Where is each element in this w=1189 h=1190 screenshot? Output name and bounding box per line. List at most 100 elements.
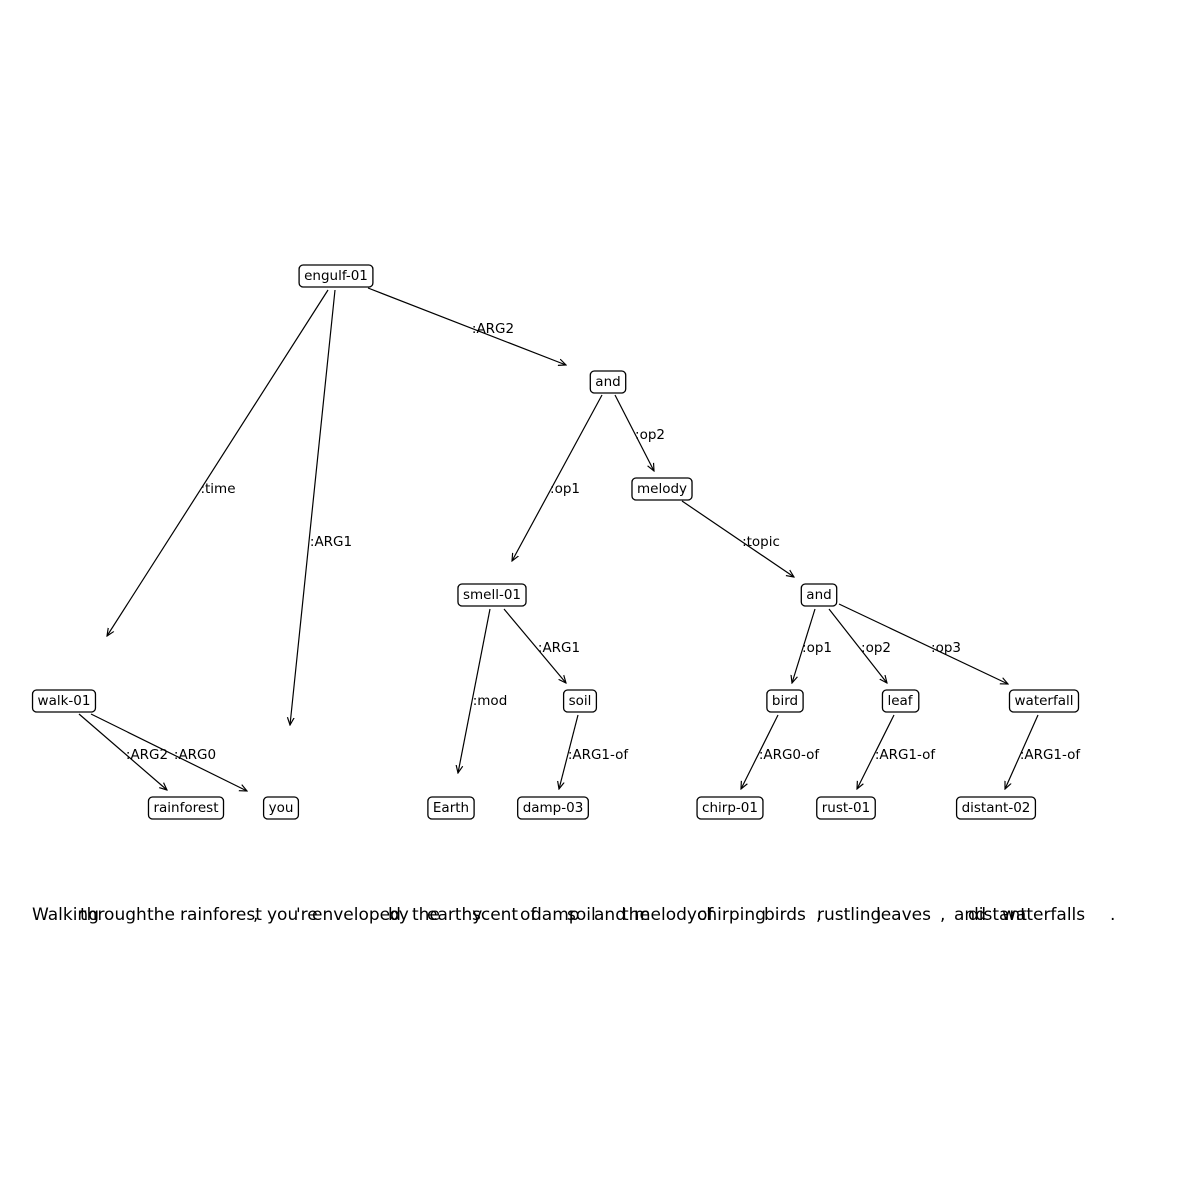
sentence-token: , <box>940 905 945 925</box>
node-box <box>298 264 374 288</box>
edge-label: :op1 <box>550 481 580 497</box>
edge-arrow <box>614 394 654 471</box>
sentence-token: 're <box>296 905 318 925</box>
edge-arrow <box>107 289 329 636</box>
sentence-token: chirping <box>697 905 766 925</box>
node-box <box>955 796 1037 820</box>
edge-arrow <box>681 500 794 577</box>
sentence-token: distant <box>968 905 1027 925</box>
edge-arrow <box>857 714 895 789</box>
sentence-token: enveloped <box>312 905 401 925</box>
node-label: melody <box>637 481 687 497</box>
node-label: chirp-01 <box>702 800 758 816</box>
node-label: waterfall <box>1015 693 1074 709</box>
sentence-token: leaves <box>876 905 931 925</box>
edge-walk-to-you: :ARG0 <box>90 713 247 791</box>
edge-arrow <box>838 603 1008 684</box>
sentence-token: you <box>267 905 298 925</box>
sentence-token: waterfalls <box>1002 905 1085 925</box>
node-box <box>427 796 475 820</box>
edge-label: :op2 <box>861 640 891 656</box>
edge-arrow <box>828 608 887 683</box>
edge-arrow <box>792 608 816 683</box>
sentence-token: earthy <box>427 905 482 925</box>
node-box <box>457 583 527 607</box>
edge-walk-to-rainforest: :ARG2 <box>78 713 168 790</box>
node-bird: bird <box>766 689 804 713</box>
node-box <box>262 796 300 820</box>
node-melody: melody <box>631 477 693 501</box>
sentence-token: rustling <box>817 905 881 925</box>
node-label: engulf-01 <box>304 268 368 284</box>
edge-and2-to-leaf: :op2 <box>828 608 891 683</box>
sentence-token: the <box>622 905 650 925</box>
node-label: leaf <box>887 693 913 709</box>
sentence-token: soil <box>567 905 596 925</box>
edge-arrow <box>559 714 579 789</box>
edge-smell-to-soil: :ARG1 <box>503 608 580 683</box>
edge-and1-to-melody: :op2 <box>614 394 665 471</box>
node-label: and <box>806 587 831 603</box>
edge-and2-to-waterfall: :op3 <box>838 603 1008 684</box>
node-label: you <box>269 800 294 816</box>
edge-leaf-to-rust: :ARG1-of <box>857 714 937 789</box>
sentence-token: damp <box>531 905 580 925</box>
edge-label: :ARG2 <box>472 321 514 337</box>
node-and2: and <box>800 583 838 607</box>
node-rainforest: rainforest <box>147 796 225 820</box>
node-box <box>696 796 764 820</box>
edge-arrow <box>367 287 566 365</box>
edge-arrow <box>78 713 167 790</box>
node-you: you <box>262 796 300 820</box>
node-box <box>31 689 97 713</box>
node-label: distant-02 <box>962 800 1031 816</box>
node-leaf: leaf <box>881 689 920 713</box>
node-earth: Earth <box>427 796 475 820</box>
edge-label: :topic <box>742 534 780 550</box>
sentence-token: melody <box>634 905 697 925</box>
edge-arrow <box>1005 714 1039 789</box>
edge-label: :ARG1-of <box>875 747 937 763</box>
edge-label: :ARG2 <box>126 747 168 763</box>
node-label: rainforest <box>153 800 218 816</box>
node-label: Earth <box>433 800 469 816</box>
node-box <box>800 583 838 607</box>
edge-label: :op1 <box>802 640 832 656</box>
sentence-token: , <box>253 905 258 925</box>
edge-arrow <box>512 394 603 561</box>
edge-label: :ARG1 <box>538 640 580 656</box>
edge-label: :ARG0 <box>174 747 216 763</box>
sentence-token: the <box>147 905 175 925</box>
graph-edges: :time :ARG1 :ARG2 :op1 :op2 :topic :mod :ARG1 :A… <box>78 287 1082 791</box>
edge-arrow <box>290 289 336 725</box>
edge-label: :mod <box>473 693 508 709</box>
node-box <box>589 370 627 394</box>
node-chirp: chirp-01 <box>696 796 764 820</box>
node-label: rust-01 <box>822 800 870 816</box>
edge-soil-to-damp: :ARG1-of <box>559 714 630 789</box>
edge-label: :ARG1-of <box>568 747 630 763</box>
node-soil: soil <box>562 689 598 713</box>
edge-melody-to-and2: :topic <box>681 500 794 577</box>
sentence-token: the <box>412 905 440 925</box>
sentence-token: of <box>697 905 714 925</box>
edge-label: :ARG1-of <box>1020 747 1082 763</box>
node-smell: smell-01 <box>457 583 527 607</box>
edge-and1-to-smell: :op1 <box>512 394 603 561</box>
node-rust: rust-01 <box>816 796 876 820</box>
edge-arrow <box>741 714 779 789</box>
edge-smell-to-earth: :mod <box>458 608 508 773</box>
sentence-token: scent <box>472 905 518 925</box>
sentence-token: of <box>520 905 537 925</box>
node-walk: walk-01 <box>31 689 97 713</box>
sentence-token: rainforest <box>180 905 262 925</box>
node-distant: distant-02 <box>955 796 1037 820</box>
sentence-token: and <box>954 905 986 925</box>
edge-label: :time <box>200 481 235 497</box>
edge-engulf-to-you: :ARG1 <box>290 289 352 725</box>
edge-arrow <box>503 608 566 683</box>
edge-and2-to-bird: :op1 <box>792 608 832 683</box>
edge-engulf-to-and1: :ARG2 <box>367 287 566 365</box>
